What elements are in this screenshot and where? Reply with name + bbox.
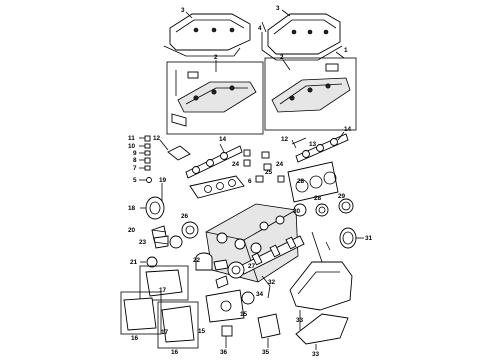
callout-36: 36 <box>220 349 228 356</box>
callout-13: 13 <box>309 141 317 148</box>
callout-27: 27 <box>248 263 256 270</box>
dipstick <box>311 231 323 263</box>
callout-32: 32 <box>268 279 276 286</box>
valve-cover-right <box>267 13 341 55</box>
callout-23: 23 <box>139 239 147 246</box>
timing-cover-box-lower-left <box>120 291 162 335</box>
filter-34 <box>241 291 255 305</box>
callout-1: 1 <box>344 47 348 54</box>
callout-6: 6 <box>248 178 252 185</box>
timing-cover-box-upper <box>139 265 189 301</box>
idler-pulley <box>169 221 199 249</box>
callout-12-left: 12 <box>153 135 161 142</box>
crankshaft <box>227 235 305 279</box>
callout-33-b: 33 <box>312 351 320 358</box>
callout-31: 31 <box>365 235 373 242</box>
callout-10: 10 <box>128 143 136 150</box>
cylinder-head-left-box <box>166 61 264 135</box>
callout-34: 34 <box>256 291 264 298</box>
seal-28 <box>315 203 329 217</box>
timing-cover-box-lower <box>157 301 199 349</box>
oil-pan-lower <box>295 313 349 345</box>
callout-5: 5 <box>133 177 137 184</box>
callout-35: 35 <box>262 349 270 356</box>
cylinder-head-right-box <box>264 57 357 131</box>
small-parts-center <box>243 149 285 183</box>
camshaft-left <box>167 145 243 179</box>
seal-31 <box>339 227 357 249</box>
camshaft-right <box>291 133 349 163</box>
callout-15-a: 15 <box>198 328 206 335</box>
callout-24-a: 24 <box>232 161 240 168</box>
callout-21: 21 <box>130 259 138 266</box>
head-gasket-right <box>287 161 339 203</box>
hardware-stack <box>144 135 163 208</box>
callout-3-left: 3 <box>181 7 185 14</box>
callout-14-left: 14 <box>219 136 227 143</box>
seal-29 <box>338 198 354 214</box>
oil-pan-upper <box>289 261 353 311</box>
callout-20: 20 <box>128 227 136 234</box>
callout-28-b: 28 <box>314 195 322 202</box>
seal-30 <box>293 203 307 217</box>
callout-2-right: 2 <box>280 54 284 61</box>
callout-18: 18 <box>128 205 136 212</box>
callout-11: 11 <box>128 135 135 142</box>
timing-belt <box>145 196 165 220</box>
valve-cover-gasket-right <box>261 32 343 61</box>
sensor-36 <box>221 325 233 337</box>
callout-17-a: 17 <box>159 287 167 294</box>
leader-lines <box>139 9 364 350</box>
callout-9: 9 <box>133 150 137 157</box>
callout-26: 26 <box>181 213 189 220</box>
callout-7: 7 <box>133 165 137 172</box>
valve-cover-left <box>169 13 251 51</box>
callout-3-right: 3 <box>276 5 280 12</box>
callout-28-a: 28 <box>297 178 305 185</box>
callout-17-b: 17 <box>161 329 169 336</box>
oil-pump <box>205 289 245 323</box>
callout-16-b: 16 <box>171 349 179 356</box>
callout-33-a: 33 <box>296 317 304 324</box>
valve-cover-gasket-left <box>163 45 241 57</box>
bracket-35 <box>257 313 281 339</box>
tensioner <box>151 225 169 249</box>
head-gasket-left <box>189 175 245 199</box>
callout-12-right: 12 <box>281 136 289 143</box>
callout-2-left: 2 <box>214 54 218 61</box>
callout-16-a: 16 <box>131 335 139 342</box>
callout-8: 8 <box>133 157 137 164</box>
pulley-21 <box>146 256 158 268</box>
callout-24-b: 24 <box>276 161 284 168</box>
callout-29: 29 <box>338 193 346 200</box>
callout-14-right: 14 <box>344 126 352 133</box>
callout-22: 22 <box>193 257 201 264</box>
callout-30: 30 <box>293 208 301 215</box>
bearing-caps <box>213 259 229 289</box>
callout-4: 4 <box>258 25 262 32</box>
pipe-32 <box>261 275 271 299</box>
piston-22 <box>195 252 213 271</box>
callout-15-b: 15 <box>240 311 248 318</box>
callout-19: 19 <box>159 177 167 184</box>
callout-25: 25 <box>265 169 273 176</box>
